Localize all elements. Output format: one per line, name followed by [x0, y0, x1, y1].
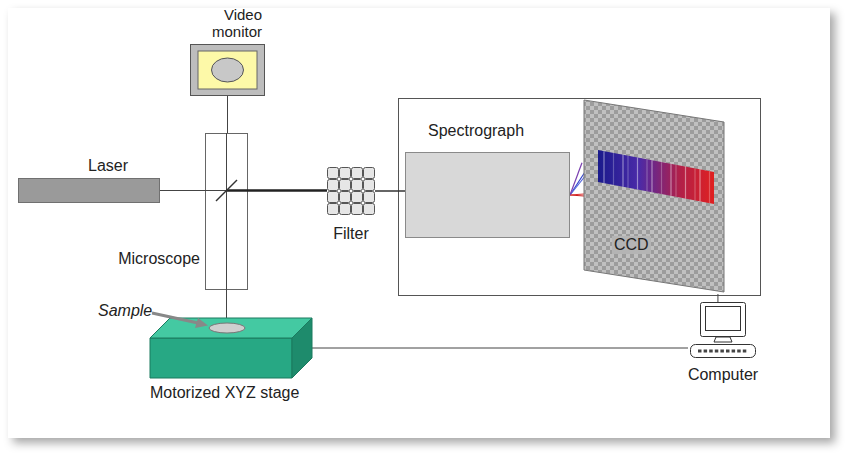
filter-cell	[328, 192, 339, 203]
sample-label: Sample	[98, 302, 152, 320]
node-label: Computer	[688, 366, 758, 384]
filter-cell	[364, 192, 375, 203]
sample-pointer	[152, 313, 208, 328]
node-label: Laser	[88, 157, 128, 175]
beam-connector	[226, 290, 227, 318]
monitor-screen	[198, 51, 257, 89]
filter-grid	[328, 168, 375, 215]
beam-connector	[570, 163, 582, 195]
beam-connector	[375, 190, 405, 192]
node-label: Video monitor	[198, 6, 262, 40]
filter-cell	[328, 204, 339, 215]
beam-connector	[248, 189, 327, 192]
microscope-shape	[205, 133, 248, 290]
motorized-stage: Motorized XYZ stage	[150, 318, 312, 378]
laser-source: Laser	[18, 178, 160, 203]
node-label: Motorized XYZ stage	[150, 384, 299, 402]
optical-filter-shape	[327, 167, 375, 215]
filter-cell	[352, 192, 363, 203]
monitor-frame	[191, 45, 265, 96]
node-label: Spectrograph	[428, 122, 524, 140]
node-label: Filter	[333, 225, 369, 243]
filter-cell	[352, 180, 363, 191]
laser-source-shape	[18, 178, 160, 203]
filter-cell	[328, 168, 339, 179]
computer-shape	[688, 302, 758, 360]
video-monitor: Video monitor	[190, 44, 265, 96]
filter-cell	[364, 168, 375, 179]
beam-connector	[717, 294, 718, 302]
filter-cell	[352, 204, 363, 215]
filter-cell	[340, 192, 351, 203]
spectrum-lines	[604, 151, 710, 203]
ccd-chip	[584, 100, 724, 292]
optical-axis	[226, 133, 227, 290]
filter-cell	[328, 180, 339, 191]
node-label: CCD	[612, 236, 651, 254]
optical-filter: Filter	[327, 167, 375, 215]
spectrograph: Spectrograph	[405, 152, 570, 238]
motorized-stage-shape	[150, 318, 312, 378]
filter-cell	[364, 204, 375, 215]
detector-housing	[399, 99, 761, 296]
beam-connector	[312, 348, 688, 349]
microscope: Microscope	[205, 133, 248, 290]
beam-splitter	[216, 180, 237, 201]
spectrum	[598, 150, 714, 204]
computer: Computer	[688, 302, 758, 360]
laser-beam	[205, 190, 227, 191]
filter-cell	[340, 180, 351, 191]
scattered-beam	[227, 189, 249, 192]
filter-cell	[340, 204, 351, 215]
sample-image	[212, 58, 244, 82]
card-frame	[8, 8, 830, 438]
filter-cell	[340, 168, 351, 179]
video-monitor-shape	[190, 44, 265, 96]
spectrograph-body	[406, 153, 570, 238]
ccd-detector: CCD	[582, 98, 726, 294]
spectrograph-shape	[405, 152, 570, 238]
microscope-body	[206, 134, 248, 290]
sample-disc	[209, 323, 245, 333]
beam-connector	[160, 190, 205, 191]
computer-icon	[691, 303, 756, 358]
filter-cell	[352, 168, 363, 179]
laser-body	[19, 179, 160, 203]
beam-connector	[227, 96, 228, 133]
filter-cell	[364, 180, 375, 191]
ccd-detector-shape	[582, 98, 726, 294]
node-label: Microscope	[118, 250, 200, 268]
xyz-stage	[150, 318, 312, 378]
